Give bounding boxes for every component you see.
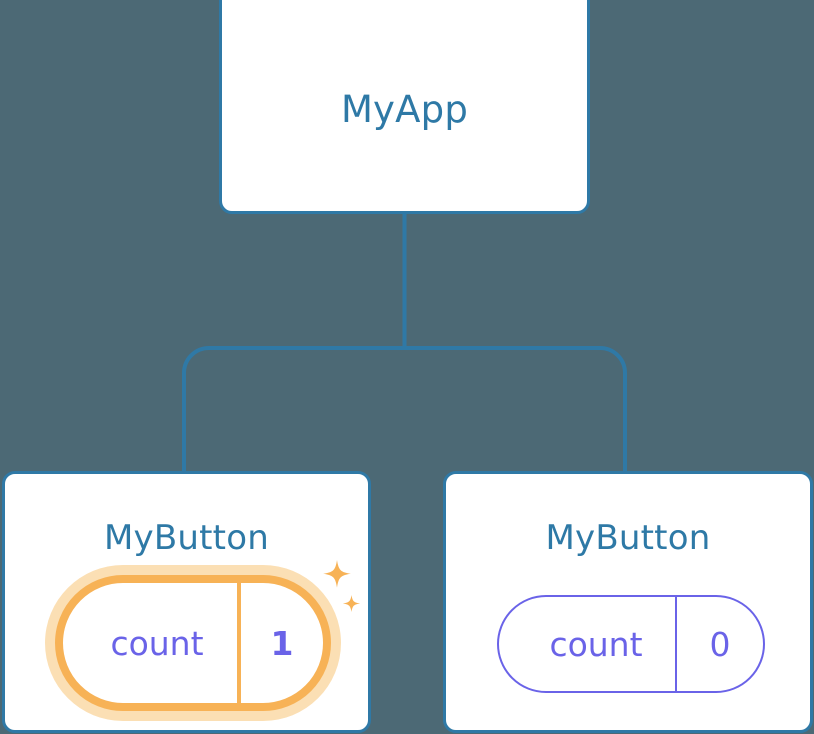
component-node-mybutton-right[interactable]: MyButton count 0 [443,471,813,733]
connector-branch-right [404,346,627,471]
state-key: count [63,583,241,703]
state-value: 0 [709,624,731,664]
state-pill-body[interactable]: count 1 [55,575,331,711]
state-value: 1 [270,623,294,663]
connector-branch-left [182,346,405,471]
component-node-title: MyButton [545,518,711,558]
component-node-myapp[interactable]: MyApp [219,0,590,214]
component-node-title: MyButton [104,518,269,558]
state-pill-plain[interactable]: count 0 [497,595,765,693]
component-node-title: MyApp [340,88,469,131]
state-pill-highlighted[interactable]: count 1 [45,565,341,721]
component-node-mybutton-left[interactable]: MyButton count 1 [2,471,371,733]
state-pill-body[interactable]: count 0 [497,595,765,693]
state-key: count [499,597,677,691]
